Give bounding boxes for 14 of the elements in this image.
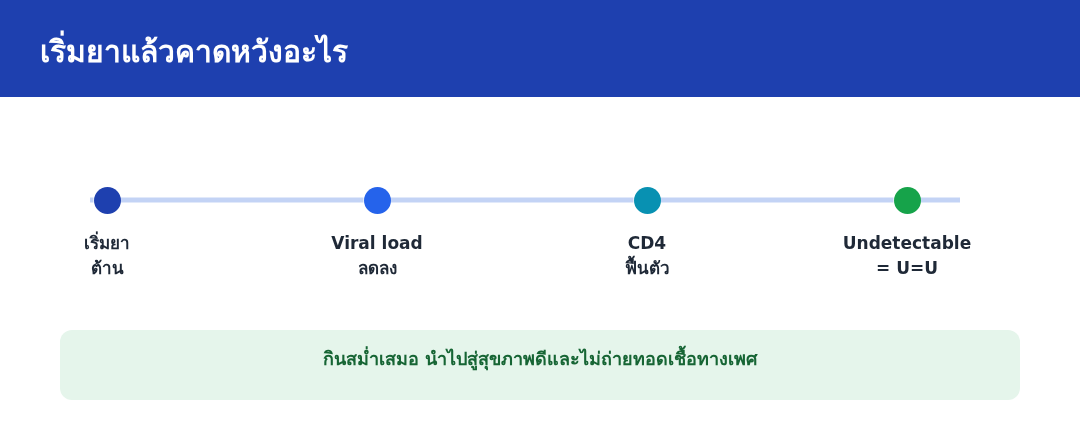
page-title: เริ่มยาแล้วคาดหวังอะไร — [40, 32, 348, 71]
timeline-dot — [363, 186, 391, 214]
timeline-line — [660, 197, 894, 203]
timeline-line — [390, 197, 634, 203]
timeline-dot — [633, 186, 661, 214]
timeline-dot — [93, 186, 121, 214]
timeline-line — [120, 197, 364, 203]
note-text: กินสม่ำเสมอ นำไปสู่สุขภาพดีและไม่ถ่ายทอดเชื้อทางเพศ — [322, 346, 758, 372]
milestone-label: Undetectable = U=U — [841, 231, 973, 280]
milestone-label: เริ่มยาต้าน — [83, 230, 131, 280]
milestone-label: Viral load ลดลง — [330, 231, 424, 280]
note-banner — [60, 330, 1020, 400]
milestone-label: CD4 ฟื้นตัว — [623, 231, 671, 280]
timeline-dot — [893, 186, 921, 214]
